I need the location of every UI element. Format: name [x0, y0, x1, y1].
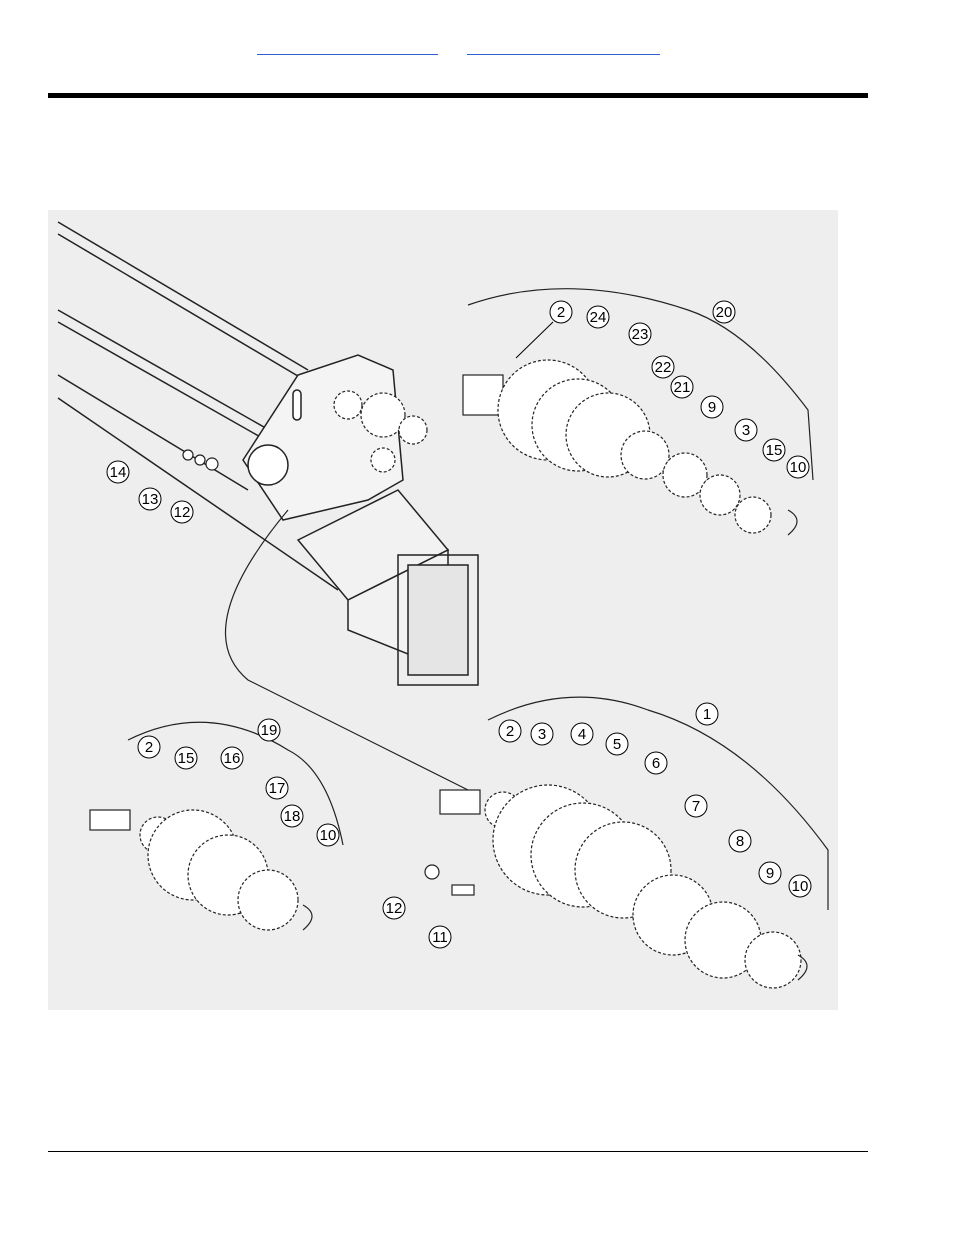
svg-text:5: 5 [613, 736, 621, 753]
svg-text:10: 10 [320, 827, 337, 844]
top-rule [48, 93, 868, 98]
svg-text:18: 18 [284, 808, 301, 825]
callout-12a: 12 [170, 500, 194, 524]
svg-text:16: 16 [224, 750, 241, 767]
callout-10c: 10 [788, 874, 812, 898]
svg-text:21: 21 [674, 379, 691, 396]
svg-text:3: 3 [742, 422, 750, 439]
callout-19: 19 [257, 718, 281, 742]
callout-23: 23 [628, 322, 652, 346]
callout-2b: 2 [137, 735, 161, 759]
svg-text:3: 3 [538, 726, 546, 743]
frame-rails [57, 221, 339, 591]
svg-text:12: 12 [386, 900, 403, 917]
svg-text:15: 15 [178, 750, 195, 767]
svg-text:12: 12 [174, 504, 191, 521]
callout-10b: 10 [316, 823, 340, 847]
parts-drawing: 2 24 23 22 21 9 3 15 10 20 14 13 12 19 2… [48, 210, 838, 1010]
svg-text:24: 24 [590, 309, 607, 326]
svg-text:2: 2 [557, 304, 565, 321]
callout-2a: 2 [515, 300, 573, 359]
assembly-1 [225, 509, 829, 989]
callout-9a: 9 [700, 395, 724, 419]
callout-20: 20 [712, 300, 736, 324]
callout-10a: 10 [786, 455, 810, 479]
svg-text:2: 2 [145, 739, 153, 756]
callout-18: 18 [280, 804, 304, 828]
assembly-19 [89, 721, 344, 931]
assembly-20 [462, 288, 814, 536]
svg-text:11: 11 [432, 929, 448, 946]
callout-16: 16 [220, 746, 244, 770]
callout-15a: 15 [762, 438, 786, 462]
svg-text:9: 9 [708, 399, 716, 416]
callout-1: 1 [695, 702, 719, 726]
header-link-1[interactable] [257, 44, 438, 55]
svg-text:19: 19 [261, 722, 278, 739]
callout-24: 24 [586, 305, 610, 329]
svg-text:14: 14 [110, 464, 127, 481]
callout-3a: 3 [734, 418, 758, 442]
mounting-plate [242, 354, 404, 521]
callout-14: 14 [106, 460, 130, 484]
callout-15b: 15 [174, 746, 198, 770]
svg-text:22: 22 [655, 359, 672, 376]
svg-text:1: 1 [703, 706, 711, 723]
callout-6: 6 [644, 751, 668, 775]
svg-text:8: 8 [736, 833, 744, 850]
svg-text:10: 10 [792, 878, 809, 895]
svg-text:10: 10 [790, 459, 807, 476]
svg-text:20: 20 [716, 304, 733, 321]
square-tube [296, 489, 479, 686]
svg-text:9: 9 [766, 865, 774, 882]
bottom-rule [48, 1151, 868, 1152]
callout-3b: 3 [530, 722, 554, 746]
svg-text:17: 17 [269, 780, 286, 797]
callout-4: 4 [570, 722, 594, 746]
callout-5: 5 [605, 732, 629, 756]
callout-7: 7 [684, 794, 708, 818]
callout-9b: 9 [758, 861, 782, 885]
callout-13: 13 [138, 487, 162, 511]
svg-text:7: 7 [692, 798, 700, 815]
callout-group: 2 24 23 22 21 9 3 15 10 20 14 13 12 19 2… [106, 300, 812, 949]
callout-12b: 12 [382, 896, 406, 920]
hardware [182, 449, 475, 896]
svg-text:23: 23 [632, 326, 649, 343]
callout-21: 21 [670, 375, 694, 399]
header-link-2[interactable] [467, 44, 660, 55]
callout-2c: 2 [498, 719, 522, 743]
callout-8: 8 [728, 829, 752, 853]
callout-11: 11 [428, 925, 452, 949]
svg-text:6: 6 [652, 755, 660, 772]
plate-sprockets [333, 390, 428, 473]
callout-17: 17 [265, 776, 289, 800]
callout-22: 22 [651, 355, 675, 379]
svg-text:4: 4 [578, 726, 586, 743]
svg-text:13: 13 [142, 491, 159, 508]
svg-text:15: 15 [766, 442, 783, 459]
svg-text:2: 2 [506, 723, 514, 740]
